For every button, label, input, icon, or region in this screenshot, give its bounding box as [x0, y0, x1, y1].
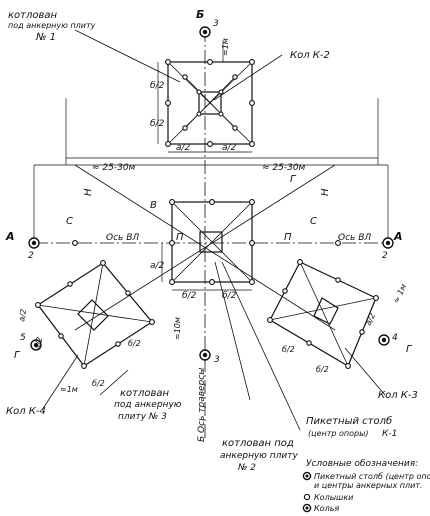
- pit-2-title: котлован под: [222, 438, 294, 449]
- dim-left-pit-c: б/2: [92, 379, 105, 388]
- dim-b2-top-1: б/2: [150, 81, 165, 91]
- letter-a-right: А: [393, 230, 403, 243]
- dim-left-pit-1m: ≈1м: [60, 385, 78, 394]
- dim-1m-top: ≈1м: [221, 38, 230, 56]
- distance-left: ≈ 25-30м: [92, 163, 136, 173]
- pit-2-subtitle: анкерную плиту: [220, 451, 298, 461]
- dim-b2-center-2: б/2: [222, 291, 237, 301]
- dim-right-pit-a: a/2: [364, 312, 378, 327]
- dim-b2-top-2: б/2: [150, 119, 165, 129]
- dim-left-pit-a: a/2: [17, 308, 28, 322]
- letter-g-left: Г: [14, 350, 21, 361]
- diagonal-axis-2: [74, 164, 336, 331]
- letter-p-left: П: [176, 232, 184, 243]
- kol-k4-label: Кол К-4: [6, 406, 46, 417]
- pole-number: К-1: [382, 429, 397, 439]
- letter-g-top: Г: [290, 174, 297, 185]
- letter-p-right: П: [284, 232, 292, 243]
- letter-h-right: Н: [320, 188, 331, 196]
- pit-3-number: плиту № 3: [118, 412, 167, 422]
- sup-axis-label: Б Ось траверсы: [197, 368, 207, 442]
- pegs: [35, 59, 379, 369]
- pit-1-subtitle: под анкерную плиту: [8, 21, 96, 30]
- dim-a2-top-1: a/2: [176, 143, 191, 153]
- legend-title: Условные обозначения:: [306, 459, 418, 469]
- dim-a2-top-2: a/2: [222, 143, 237, 153]
- letter-h-left: Н: [83, 188, 94, 196]
- letter-g-right: Г: [406, 344, 413, 355]
- legend-stake-label: Колья: [314, 504, 339, 513]
- letter-b-top: Б: [196, 8, 204, 21]
- dim-left-pit-b: a/2: [33, 336, 44, 350]
- pole-subtitle: (центр опоры): [308, 429, 369, 438]
- axis-vl-left: Ось ВЛ: [106, 233, 139, 243]
- letter-v: В: [150, 200, 157, 211]
- stake-num-top: 3: [213, 19, 219, 29]
- dim-right-pit-b: б/2: [282, 345, 295, 354]
- kol-k2-label: Кол К-2: [290, 50, 330, 61]
- dim-right-pit-1m: ≈ 1м: [392, 283, 409, 305]
- letter-s-left: С: [66, 216, 73, 227]
- legend-peg-symbol: [303, 493, 311, 501]
- legend-peg-label: Колышки: [314, 493, 353, 502]
- stake-num-4: 4: [392, 333, 398, 343]
- stakes: [28, 26, 394, 361]
- dim-right-pit-c: б/2: [316, 365, 329, 374]
- legend-pole-line1: Пикетный столб (центр опоры): [314, 472, 430, 481]
- distance-right: ≈ 25-30м: [262, 163, 306, 173]
- legend: Условные обозначения: Пикетный столб (це…: [302, 459, 430, 513]
- pit-1: [167, 61, 253, 145]
- legend-pole-line2: и центры анкерных плит.: [314, 481, 422, 490]
- axis-vl-right: Ось ВЛ: [338, 233, 371, 243]
- dim-10m: ≈10м: [173, 317, 182, 340]
- dim-b2-center-1: б/2: [182, 291, 197, 301]
- stake-num-right: 2: [382, 251, 388, 261]
- letter-s-right: С: [310, 216, 317, 227]
- dim-a2-center-v: a/2: [150, 261, 165, 271]
- pole-title: Пикетный столб: [306, 415, 392, 427]
- stake-num-bottom: 3: [214, 355, 220, 365]
- dim-left-pit-d: б/2: [128, 339, 141, 348]
- stake-num-5: 5: [20, 333, 26, 343]
- letter-a-left: А: [5, 230, 15, 243]
- central-square: [171, 201, 253, 283]
- pit-3-subtitle: под анкерную: [114, 400, 182, 410]
- pit-1-number: № 1: [35, 32, 56, 43]
- kol-k3-label: Кол К-3: [378, 390, 418, 401]
- pit-1-title: котлован: [8, 10, 58, 21]
- pit-3: [37, 262, 153, 367]
- pit-2-number: № 2: [237, 463, 256, 473]
- stake-num-left: 2: [28, 251, 34, 261]
- pit-3-title: котлован: [120, 388, 170, 399]
